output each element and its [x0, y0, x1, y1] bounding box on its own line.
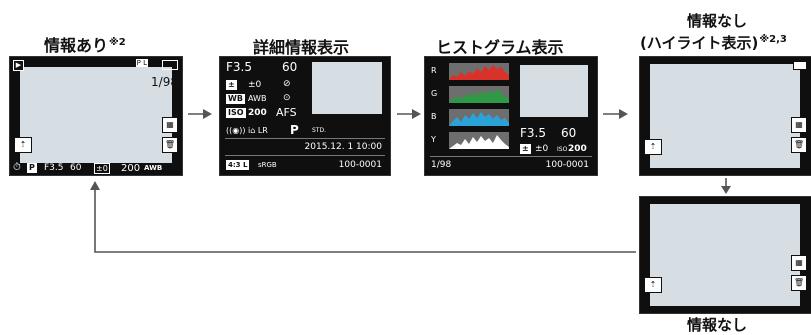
histogram-b [449, 109, 509, 126]
detail-thumbnail [312, 62, 382, 114]
detail-exposure-mode: P [290, 123, 299, 137]
detail-color-space: sRGB [258, 161, 277, 169]
title-info-off: 情報なし [687, 316, 748, 334]
detail-icons-row: ((◉)) i⌂ LR [226, 126, 268, 135]
arrowhead-4 [721, 186, 731, 194]
title-info-on: 情報あり※2 [44, 32, 126, 56]
display-mode-icon[interactable]: ▦ [791, 255, 807, 271]
playback-mode-icon: ▶ [13, 60, 24, 71]
timer-icon: ⏱ [13, 162, 21, 173]
screen-info-off-image [650, 204, 800, 306]
bottom-shutter: 60 [70, 163, 82, 173]
bottom-bar: ⏱ P F3.5 60 ±0 200 AWB [10, 161, 182, 175]
title-detail: 詳細情報表示 [253, 38, 350, 57]
hist-iso-label: ISO [557, 146, 568, 153]
arrowhead-3 [619, 109, 628, 119]
histogram-b-graph [449, 112, 509, 126]
battery-icon [793, 61, 807, 70]
hist-exposure: ±0 [535, 144, 549, 154]
bottom-aperture: F3.5 [44, 163, 64, 173]
hist-shutter: 60 [561, 126, 577, 140]
detail-separator-2 [225, 155, 385, 156]
screen-info-on-image [20, 67, 172, 163]
frame-count: 1/98 [151, 75, 178, 89]
bottom-iso: 200 [121, 163, 141, 174]
title-info-on-note: ※2 [109, 37, 126, 48]
battery-icon [162, 60, 178, 70]
histogram-y [449, 132, 509, 149]
screen-info-on: ▶ P L 1/98 ▦ 🗑 ⇡ ⏱ P F3.5 60 ±0 200 AWB [9, 56, 183, 176]
histogram-g [449, 86, 509, 103]
flash-icon: ⊘ [283, 79, 291, 89]
title-info-off-highlight-2-text: (ハイライト表示) [640, 34, 759, 52]
exp-badge: ± [226, 80, 237, 90]
hist-label-y: Y [431, 135, 436, 144]
arrowhead-5 [90, 181, 100, 190]
detail-photo-style: STD. [312, 127, 327, 134]
detail-file-number: 100-0001 [338, 160, 382, 170]
screen-info-off: ▦ 🗑 ⇡ [639, 196, 811, 314]
detail-aspect: 4:3 L [226, 160, 250, 170]
screen-info-off-highlight-image [650, 64, 800, 168]
hist-label-b: B [431, 112, 437, 121]
title-info-off-highlight-2: (ハイライト表示)※2,3 [640, 32, 787, 53]
detail-shutter: 60 [282, 60, 298, 74]
detail-exposure: ±0 [248, 80, 262, 90]
hist-exp-badge: ± [520, 144, 531, 154]
detail-datetime: 2015.12. 1 10:00 [304, 142, 382, 152]
title-info-off-highlight-note: ※2,3 [759, 34, 787, 45]
hist-iso: 200 [568, 144, 587, 154]
title-info-off-highlight-1: 情報なし [687, 12, 748, 30]
iso-badge: ISO [226, 108, 246, 118]
hist-frame-count: 1/98 [431, 160, 452, 170]
send-icon[interactable]: ⇡ [644, 277, 662, 293]
histogram-thumbnail [520, 65, 588, 117]
screen-detail: F3.5 60 ± ±0 ⊘ WB AWB ⊙ ISO 200 AFS ((◉)… [219, 56, 391, 176]
wb-badge: WB [226, 94, 245, 104]
histogram-r-graph [449, 65, 509, 80]
hist-aperture: F3.5 [520, 126, 546, 140]
title-histogram: ヒストグラム表示 [436, 38, 564, 57]
mode-badge: P [27, 163, 37, 173]
arrowhead-2 [412, 109, 421, 119]
title-info-on-text: 情報あり [44, 36, 109, 55]
send-icon[interactable]: ⇡ [14, 137, 32, 153]
detail-wb: AWB [248, 94, 267, 103]
display-mode-icon[interactable]: ▦ [162, 117, 178, 133]
hist-label-r: R [431, 66, 437, 75]
screen-histogram: R G B Y F3.5 60 ± ±0 ISO 200 1/98 100-00… [424, 56, 598, 176]
histogram-r [449, 63, 509, 80]
bottom-wb: AWB [144, 164, 163, 172]
screen-info-off-highlight: ▦ 🗑 ⇡ [639, 56, 811, 176]
arrowhead-1 [203, 109, 212, 119]
delete-icon[interactable]: 🗑 [791, 275, 807, 291]
display-mode-icon[interactable]: ▦ [791, 117, 807, 133]
delete-icon[interactable]: 🗑 [162, 137, 178, 153]
arrow-5-to-1 [94, 188, 636, 253]
detail-aperture: F3.5 [226, 60, 252, 74]
delete-icon[interactable]: 🗑 [791, 137, 807, 153]
hist-file-number: 100-0001 [545, 160, 589, 170]
hist-label-g: G [431, 89, 438, 98]
histogram-y-graph [449, 135, 509, 149]
detail-af: AFS [276, 106, 297, 119]
detail-iso: 200 [248, 108, 267, 118]
top-right-info: P L [135, 59, 148, 67]
send-icon[interactable]: ⇡ [644, 139, 662, 155]
bottom-exposure: ±0 [94, 163, 110, 174]
hist-separator [430, 156, 592, 157]
histogram-g-graph [449, 89, 509, 103]
detail-separator-1 [225, 138, 385, 139]
metering-icon: ⊙ [283, 93, 291, 103]
